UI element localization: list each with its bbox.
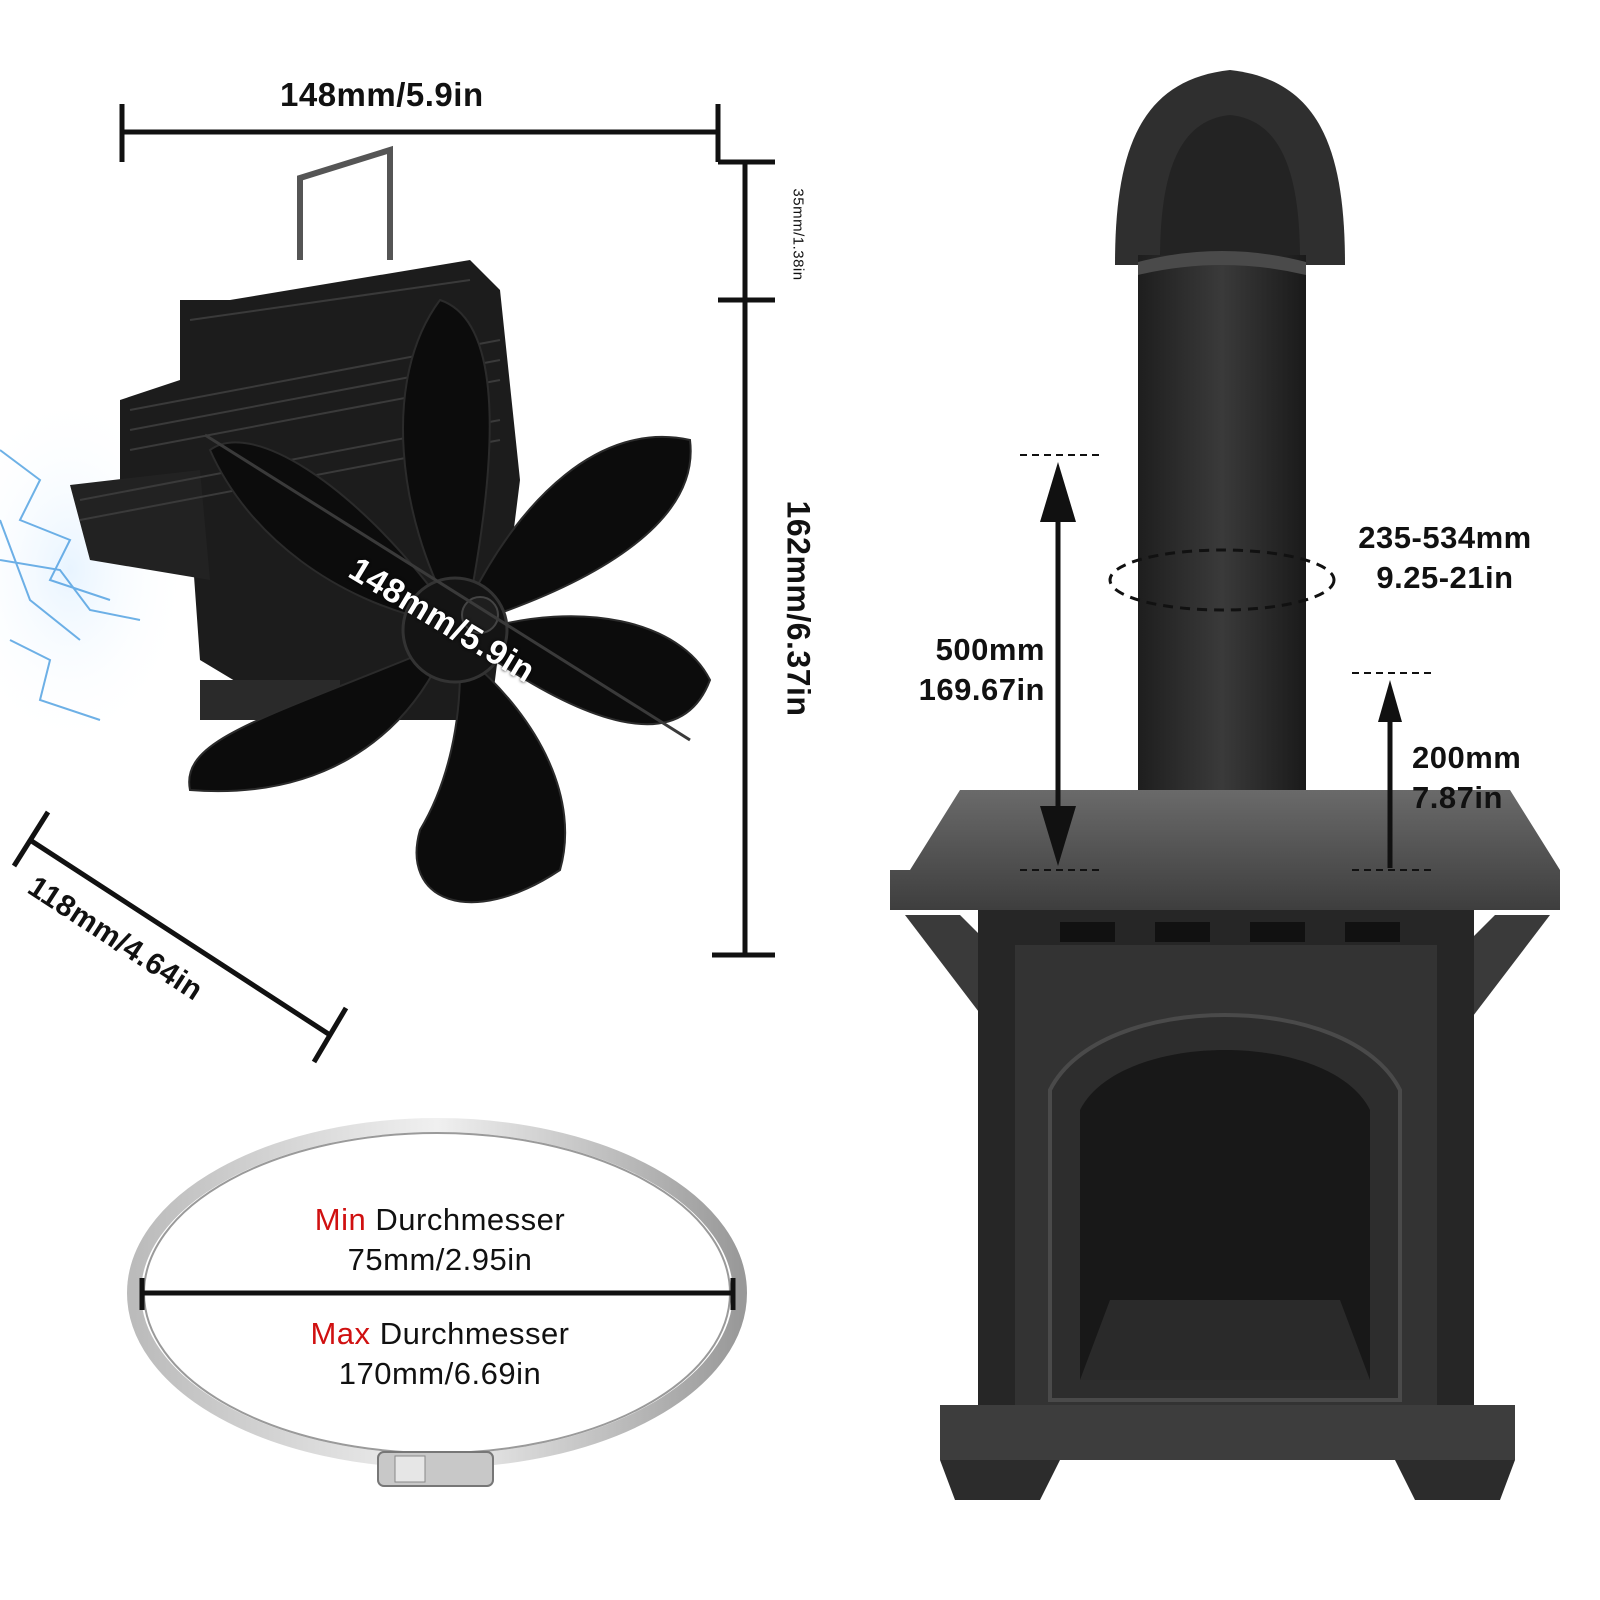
fan-handle-height-label: 35mm/1.38in	[789, 188, 807, 281]
fan-height-label: 162mm/6.37in	[780, 500, 817, 717]
fan-depth-dimension-line	[11, 810, 349, 1064]
clamp-min-value: 75mm/2.95in	[347, 1242, 533, 1277]
pipe-circumference-mm: 235-534mm	[1358, 520, 1532, 555]
mount-height-mm: 500mm	[935, 632, 1045, 667]
stove-fan-illustration	[70, 145, 712, 904]
mount-height-arrow	[1020, 454, 1100, 871]
fan-width-label: 148mm/5.9in	[280, 76, 484, 113]
min-height-arrow	[1352, 672, 1432, 871]
pipe-circumference-in: 9.25-21in	[1376, 560, 1514, 595]
pipe-circumference-ring	[1108, 548, 1336, 612]
min-height-in: 7.87in	[1412, 780, 1503, 815]
clamp-max-value: 170mm/6.69in	[338, 1356, 542, 1391]
fan-height-dimension-line	[712, 159, 775, 958]
clamp-min-heading: Min Durchmesser	[230, 1202, 650, 1238]
hose-clamp-illustration	[127, 1118, 747, 1487]
min-suffix: Durchmesser	[375, 1202, 566, 1237]
wood-stove-illustration	[890, 70, 1560, 1500]
fan-width-dimension-line	[119, 104, 721, 162]
clamp-max-heading: Max Durchmesser	[230, 1316, 650, 1352]
max-suffix: Durchmesser	[379, 1316, 570, 1351]
mount-height-in: 169.67in	[918, 672, 1045, 707]
min-word: Min	[314, 1202, 367, 1237]
min-height-mm: 200mm	[1412, 740, 1522, 775]
max-word: Max	[310, 1316, 371, 1351]
